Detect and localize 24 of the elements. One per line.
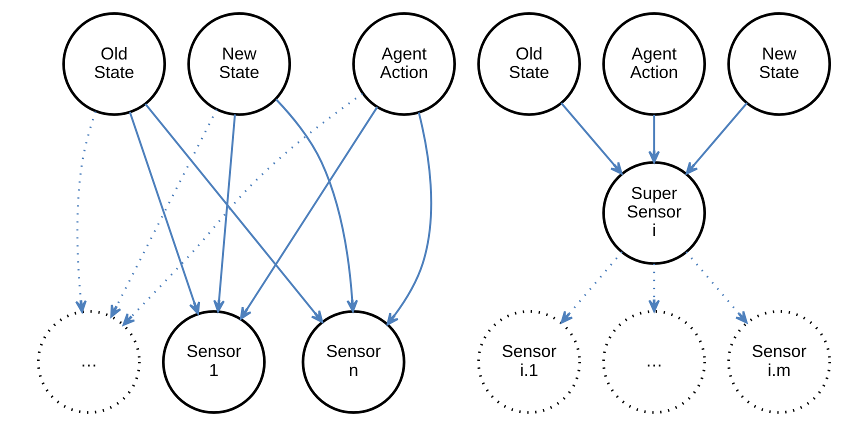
arrow [110, 109, 218, 318]
arrow [275, 98, 358, 312]
arrow [686, 102, 748, 175]
node-circle: New State [187, 12, 292, 116]
node-circle: New State [727, 12, 831, 116]
arrow [686, 251, 748, 324]
node-circle: … [602, 310, 706, 414]
arrow [122, 92, 364, 326]
arrow [128, 112, 200, 315]
arrow [144, 103, 324, 324]
node-circle: … [37, 310, 141, 414]
arrow [560, 251, 623, 324]
arrow [560, 102, 623, 175]
node-circle: Old State [477, 12, 581, 116]
arrow [648, 114, 660, 164]
arrow [240, 106, 378, 320]
node-circle: Agent Action [602, 12, 706, 116]
arrow [648, 264, 660, 312]
arrow [386, 112, 432, 326]
node-circle: Old State [62, 12, 166, 116]
node-circle: Agent Action [352, 12, 456, 116]
arrow [75, 111, 97, 313]
arrow [213, 114, 236, 312]
node-circle: Sensor 1 [162, 310, 266, 414]
